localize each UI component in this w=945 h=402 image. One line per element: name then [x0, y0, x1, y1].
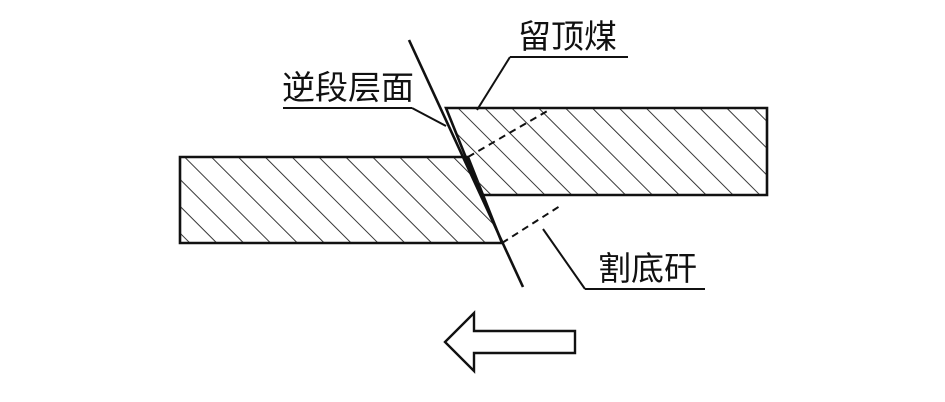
label-leave-top-coal: 留顶煤 — [518, 17, 617, 56]
left-coal-seam — [178, 155, 504, 245]
leader-line-floor-rock-diag — [542, 228, 586, 290]
leader-line-fault-diag — [411, 107, 447, 127]
label-reverse-fault-plane: 逆段层面 — [282, 68, 414, 107]
label-cut-floor-rock: 割底矸 — [598, 249, 697, 288]
reverse-fault-line — [407, 39, 525, 288]
arrow-left-icon — [443, 310, 577, 374]
leader-line-top-coal-diag — [476, 56, 511, 111]
top-coal-transition-line — [467, 109, 550, 158]
floor-rock-transition-line — [501, 205, 561, 244]
right-coal-seam — [444, 106, 769, 197]
